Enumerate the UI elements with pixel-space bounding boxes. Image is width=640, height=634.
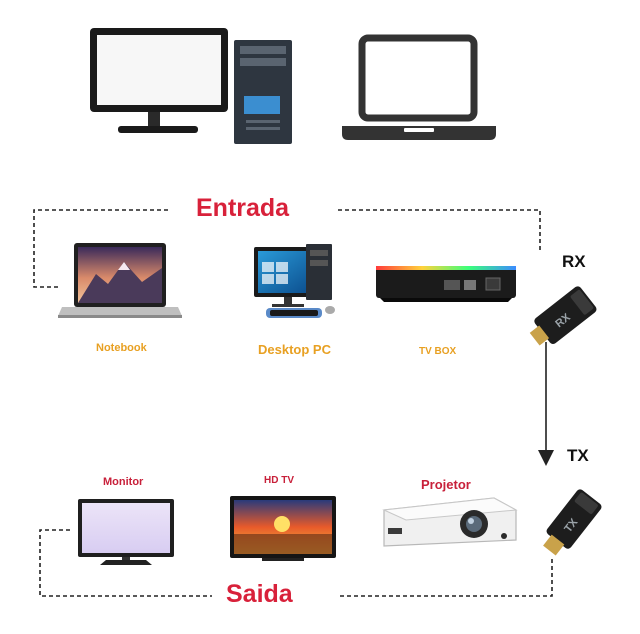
tx-adapter-icon: TX	[543, 489, 602, 556]
desktop-pc-label: Desktop PC	[258, 342, 331, 357]
input-line-left	[33, 209, 168, 288]
hdtv-label: HD TV	[264, 475, 294, 486]
input-label: Entrada	[196, 194, 290, 222]
tv-box-label: TV BOX	[419, 346, 457, 357]
tv-box-icon	[376, 266, 516, 302]
notebook-icon	[58, 243, 182, 318]
projector-label: Projetor	[421, 477, 471, 492]
output-label: Saida	[226, 580, 293, 608]
desktop-pc-icon	[254, 244, 335, 318]
output-line-left	[39, 529, 212, 597]
hdtv-icon	[230, 496, 336, 561]
rx-adapter-icon: RX	[529, 286, 597, 346]
rx-label: RX	[562, 252, 586, 271]
input-line-right	[338, 209, 541, 252]
output-line-right	[340, 556, 553, 597]
connection-lines	[33, 209, 554, 597]
notebook-label: Notebook	[96, 342, 147, 354]
desktop-computer-icon	[90, 28, 292, 144]
monitor-icon	[78, 499, 174, 565]
tx-label: TX	[567, 446, 589, 465]
laptop-outline-icon	[342, 34, 496, 140]
projector-icon	[382, 497, 518, 547]
monitor-label: Monitor	[103, 476, 144, 488]
